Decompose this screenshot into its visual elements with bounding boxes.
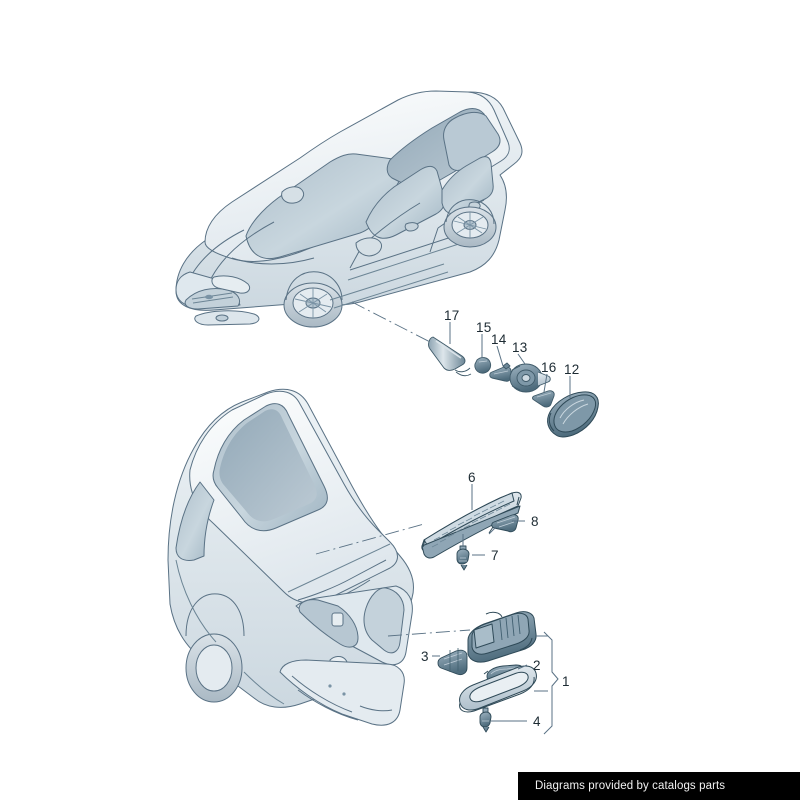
part-4-fixing-screw: [479, 707, 492, 733]
callout-14: 14: [491, 332, 507, 347]
part-3-plug-connector: [437, 648, 468, 676]
part-15-grommet: [474, 357, 492, 374]
callout-17: 17: [444, 308, 460, 323]
callout-4: 4: [533, 714, 541, 729]
watermark-bar: Diagrams provided by catalogs parts: [518, 772, 800, 800]
part-14-contact-terminal: [489, 362, 512, 382]
vehicle-front-three-quarter: [175, 90, 523, 328]
callout-ticks-row-c: [432, 635, 548, 722]
callout-ticks-row-b: [462, 484, 525, 556]
callout-8: 8: [531, 514, 539, 529]
callout-16: 16: [541, 360, 557, 375]
part-12-side-turn-signal-lamp: [547, 391, 599, 438]
part-6-high-mount-stop-lamp: [421, 491, 522, 559]
part-1-lens-frame: [459, 665, 537, 713]
part-8-lamp-connector: [488, 514, 519, 534]
vehicle-rear-three-quarter: [167, 388, 414, 726]
leader-line-1: [387, 629, 471, 637]
callout-13: 13: [512, 340, 528, 355]
callout-12: 12: [564, 362, 580, 377]
leader-line-6: [315, 523, 425, 555]
part-16-retaining-clip: [532, 390, 555, 408]
callout-6: 6: [468, 470, 476, 485]
assembly-bracket-1: [543, 631, 559, 735]
callout-1: 1: [562, 674, 570, 689]
callout-3: 3: [421, 649, 429, 664]
callout-15: 15: [476, 320, 492, 335]
part-7-fixing-screw: [456, 545, 470, 571]
part-13-bulb-holder: [509, 363, 551, 393]
part-17-wiring-harness: [428, 336, 472, 377]
callout-ticks-row-a: [449, 322, 571, 398]
part-1-licence-plate-light-body: [467, 611, 537, 663]
leader-line-17: [351, 301, 435, 345]
watermark-text: Diagrams provided by catalogs parts: [535, 780, 726, 792]
callout-2: 2: [533, 658, 541, 673]
callout-7: 7: [491, 548, 499, 563]
